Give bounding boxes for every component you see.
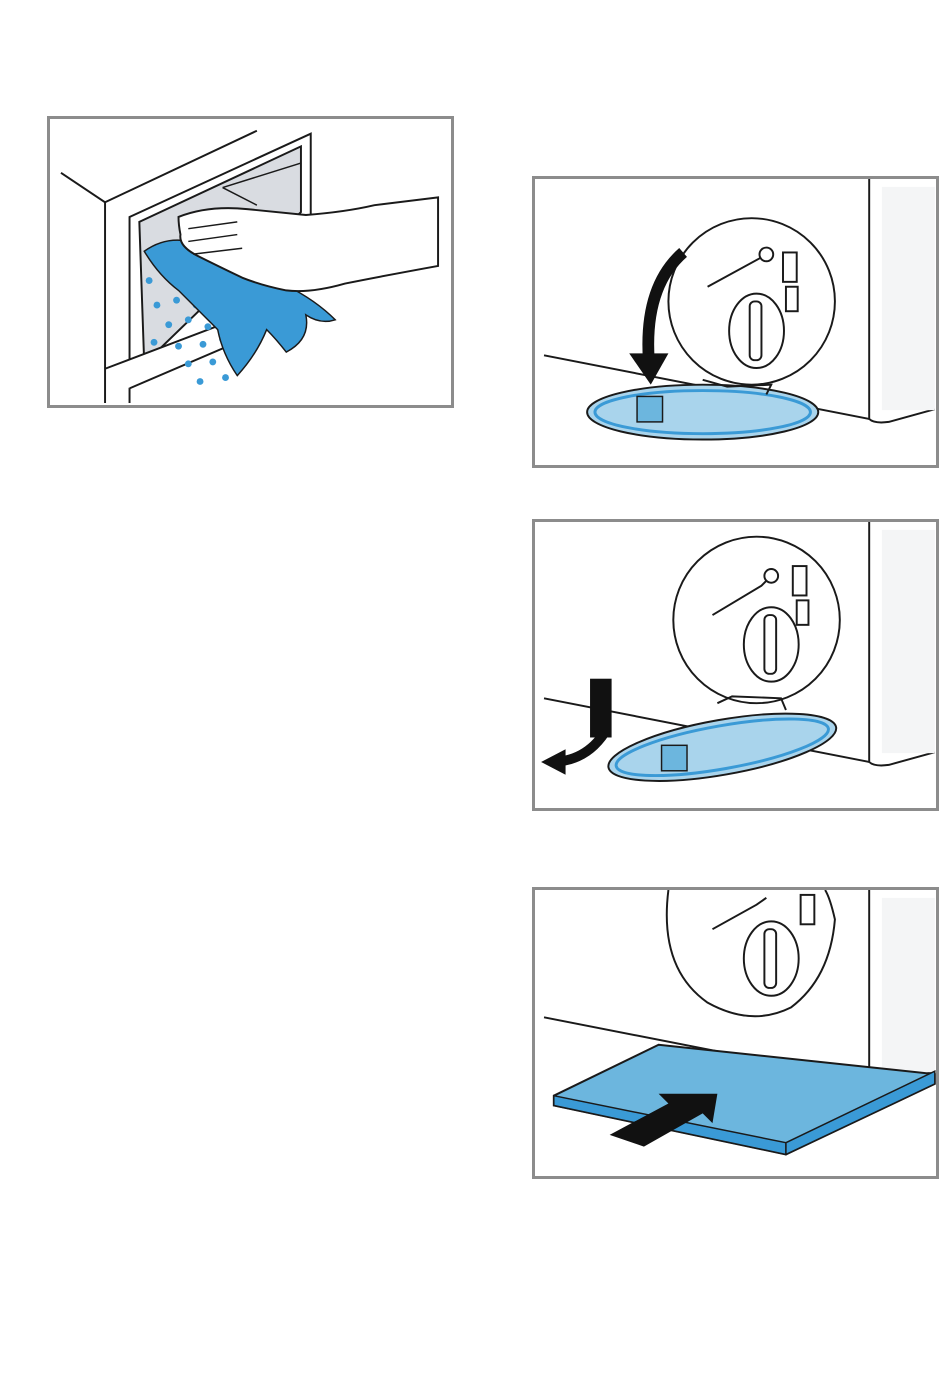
wipe-cloth-illustration [50,119,451,405]
arrow-down-icon [629,353,668,384]
open-flap-illustration [535,179,936,465]
flap-tab-icon [637,396,662,421]
arrow-left-icon [541,749,565,774]
remove-flap-illustration [535,522,936,808]
insert-tray-illustration [535,890,936,1176]
figure-insert-tray [532,887,939,1179]
figure-remove-flap [532,519,939,811]
flap-tab-icon [662,745,687,770]
figure-wipe-cloth [47,116,454,408]
figure-open-flap [532,176,939,468]
